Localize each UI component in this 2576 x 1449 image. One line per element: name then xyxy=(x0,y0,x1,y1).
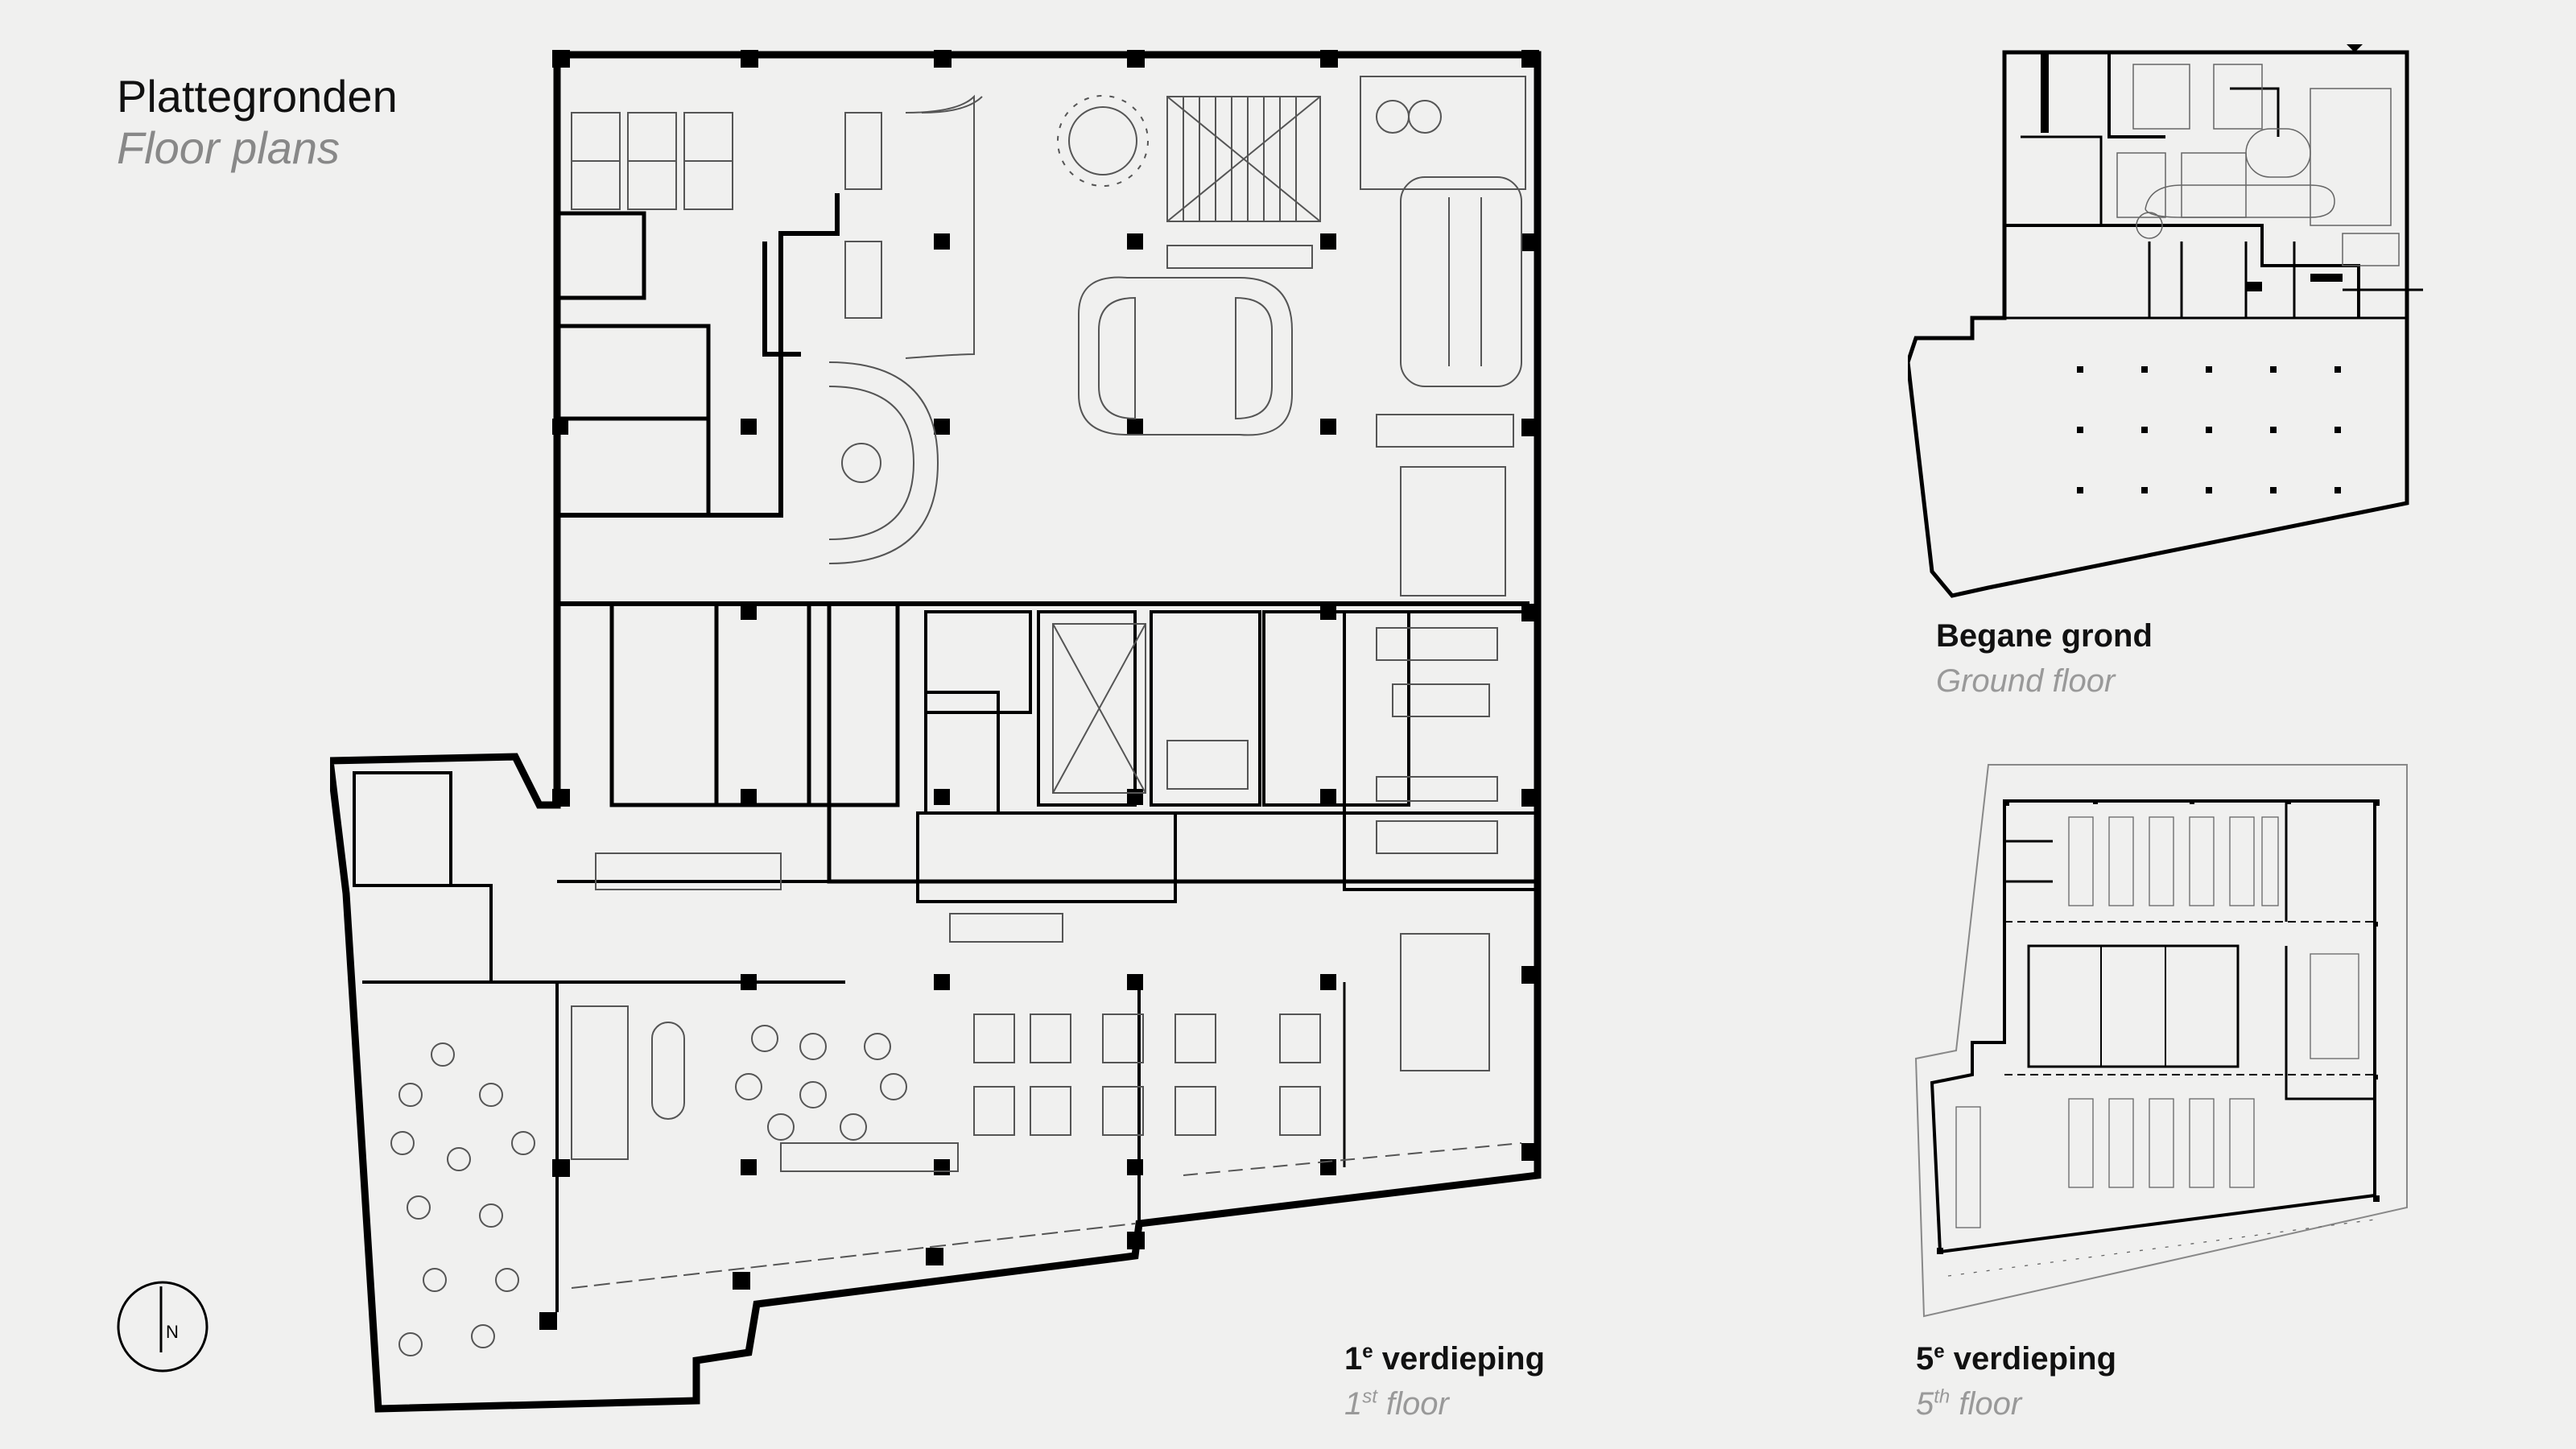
north-arrow-icon: N xyxy=(117,1281,208,1373)
first-floor-plan xyxy=(330,50,1542,1413)
fifth-floor-sup: e xyxy=(1934,1340,1945,1363)
first-floor-en-sup: st xyxy=(1362,1385,1377,1408)
first-floor-en-num: 1 xyxy=(1344,1386,1363,1422)
ground-floor-label: Begane grond Ground floor xyxy=(1936,613,2153,704)
fifth-floor-en-num: 5 xyxy=(1916,1386,1934,1422)
title-nl: Plattegronden xyxy=(117,71,398,122)
first-floor-sup: e xyxy=(1362,1340,1373,1363)
fifth-floor-en: floor xyxy=(1959,1386,2022,1422)
ground-floor-nl: Begane grond xyxy=(1936,618,2153,654)
first-floor-en: floor xyxy=(1386,1386,1449,1422)
fifth-floor-plan xyxy=(1914,764,2408,1318)
first-floor-num: 1 xyxy=(1344,1341,1363,1377)
first-floor-label: 1e verdieping 1st floor xyxy=(1344,1336,1545,1426)
page-title: Plattegronden Floor plans xyxy=(117,71,398,174)
ground-floor-en: Ground floor xyxy=(1936,663,2116,699)
fifth-floor-nl: verdieping xyxy=(1953,1341,2116,1377)
first-floor-nl: verdieping xyxy=(1381,1341,1545,1377)
title-en: Floor plans xyxy=(117,122,341,173)
compass-letter: N xyxy=(166,1322,179,1342)
ground-floor-plan xyxy=(1908,44,2423,598)
fifth-floor-num: 5 xyxy=(1916,1341,1934,1377)
fifth-floor-en-sup: th xyxy=(1934,1385,1951,1408)
fifth-floor-label: 5e verdieping 5th floor xyxy=(1916,1336,2116,1426)
